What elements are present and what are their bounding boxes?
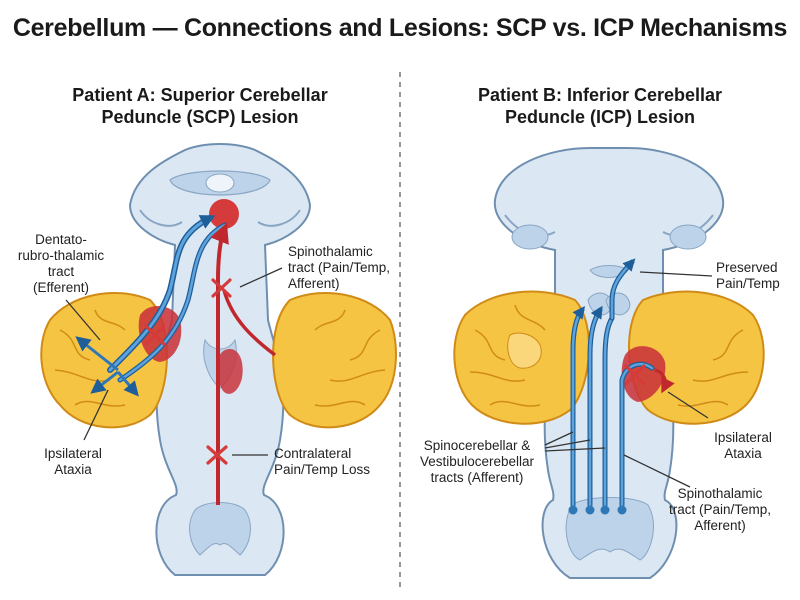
panel-b-label-preserved: Preserved Pain/Temp xyxy=(716,260,780,291)
panel-a-x-lesion-marker-icon-scp xyxy=(144,324,166,346)
panel-b-label-spinothalamic: Spinothalamic tract (Pain/Temp, Afferent… xyxy=(668,486,772,533)
panel-b-title-line1: Patient B: Inferior Cerebellar xyxy=(477,85,723,105)
panel-a-title-line1: Patient A: Superior Cerebellar xyxy=(72,85,328,105)
panel-b-label-afferent: Spinocerebellar & Vestibulocerebellar tr… xyxy=(419,438,535,485)
panel-a-leader-lines xyxy=(65,267,283,456)
panel-b-artwork xyxy=(453,147,765,579)
panel-a-cerebellum-right xyxy=(272,292,397,429)
panel-a-red-nucleus xyxy=(209,199,239,229)
panel-a-scp-lesion xyxy=(138,305,182,362)
panel-a-title-line2: Peduncle (SCP) Lesion xyxy=(101,107,299,127)
panel-a-label-loss: Contralateral Pain/Temp Loss xyxy=(274,446,371,477)
panel-a-x-lesion-marker-icon-cord xyxy=(206,445,228,465)
panel-b-x-lesion-marker-icon xyxy=(624,364,646,386)
panel-b-title-line2: Peduncle (ICP) Lesion xyxy=(504,107,696,127)
panel-a-aqueduct xyxy=(205,173,235,193)
panel-a-spinal-gray-matter xyxy=(189,502,251,556)
panel-a-x-lesion-marker-icon-stt xyxy=(211,278,232,298)
panel-b-label-ataxia: Ipsilateral Ataxia xyxy=(714,430,772,461)
diagram-title: Cerebellum — Connections and Lesions: SC… xyxy=(12,14,788,42)
panel-b-icp-lesion xyxy=(621,346,666,402)
panel-b-afferent-tracts xyxy=(570,258,655,508)
panel-a-label-spinothalamic: Spinothalamic tract (Pain/Temp, Afferent… xyxy=(288,244,391,291)
panel-a-title: Patient A: Superior Cerebellar Peduncle … xyxy=(50,84,350,128)
panel-a-artwork xyxy=(40,143,397,576)
panel-b-leader-lines xyxy=(544,271,713,488)
panel-b-spinal-gray-matter xyxy=(565,497,654,561)
panel-a-label-ataxia: Ipsilateral Ataxia xyxy=(44,446,102,477)
panel-a-ventral-lesion xyxy=(216,349,243,394)
panel-b-title: Patient B: Inferior Cerebellar Peduncle … xyxy=(450,84,750,128)
panel-a-spinothalamic-tract xyxy=(210,222,229,505)
panel-a-label-drt: Dentato- rubro-thalamic tract (Efferent) xyxy=(17,232,105,295)
